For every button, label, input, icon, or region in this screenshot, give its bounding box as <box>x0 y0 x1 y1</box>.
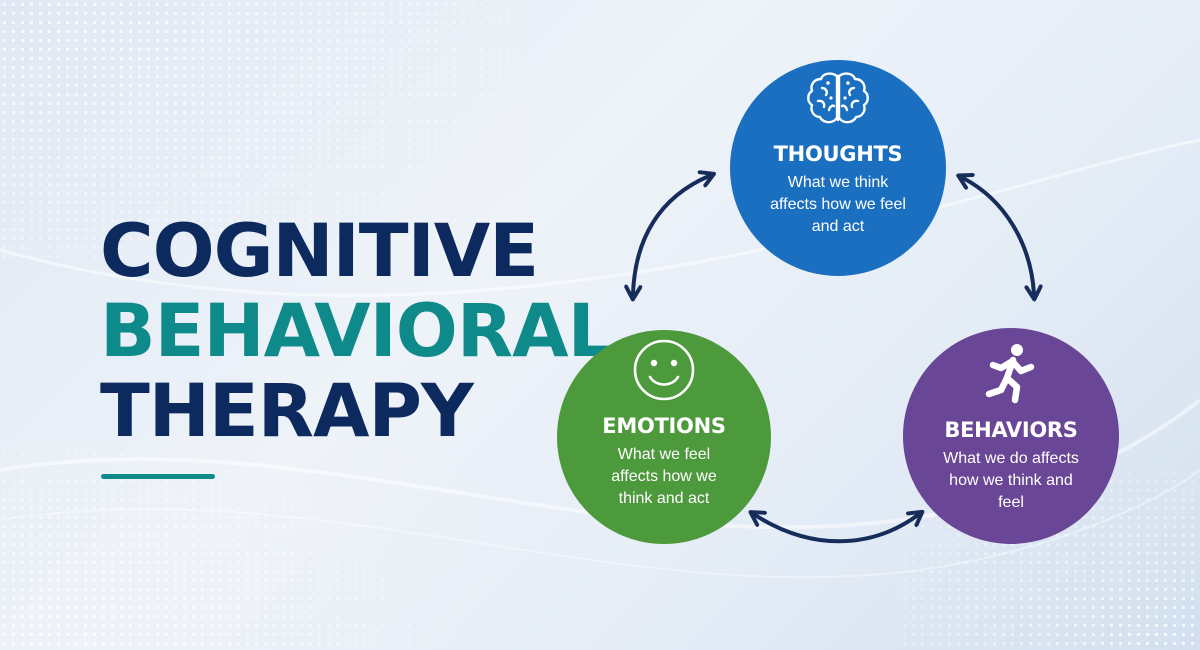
thoughts-node: THOUGHTS What we think affects how we fe… <box>730 60 946 276</box>
emotions-node: EMOTIONS What we feel affects how we thi… <box>557 330 771 544</box>
thoughts-description: What we think affects how we feel and ac… <box>770 174 906 235</box>
behaviors-description: What we do affects how we think and feel <box>943 450 1079 511</box>
behaviors-node: BEHAVIORS What we do affects how we thin… <box>903 328 1119 544</box>
title-line-therapy: THERAPY <box>100 369 474 454</box>
brain-icon <box>807 72 869 124</box>
behaviors-title: BEHAVIORS <box>944 418 1078 442</box>
title-underline <box>101 474 215 479</box>
title-line-cognitive: COGNITIVE <box>100 209 539 294</box>
smiley-icon <box>633 339 695 401</box>
thoughts-title: THOUGHTS <box>773 142 903 166</box>
running-person-icon <box>985 344 1035 404</box>
emotions-title: EMOTIONS <box>602 414 726 438</box>
title-line-behavioral: BEHAVIORAL <box>100 289 614 374</box>
title-block: COGNITIVE BEHAVIORAL THERAPY <box>100 209 614 454</box>
emotions-description: What we feel affects how we think and ac… <box>611 446 717 507</box>
